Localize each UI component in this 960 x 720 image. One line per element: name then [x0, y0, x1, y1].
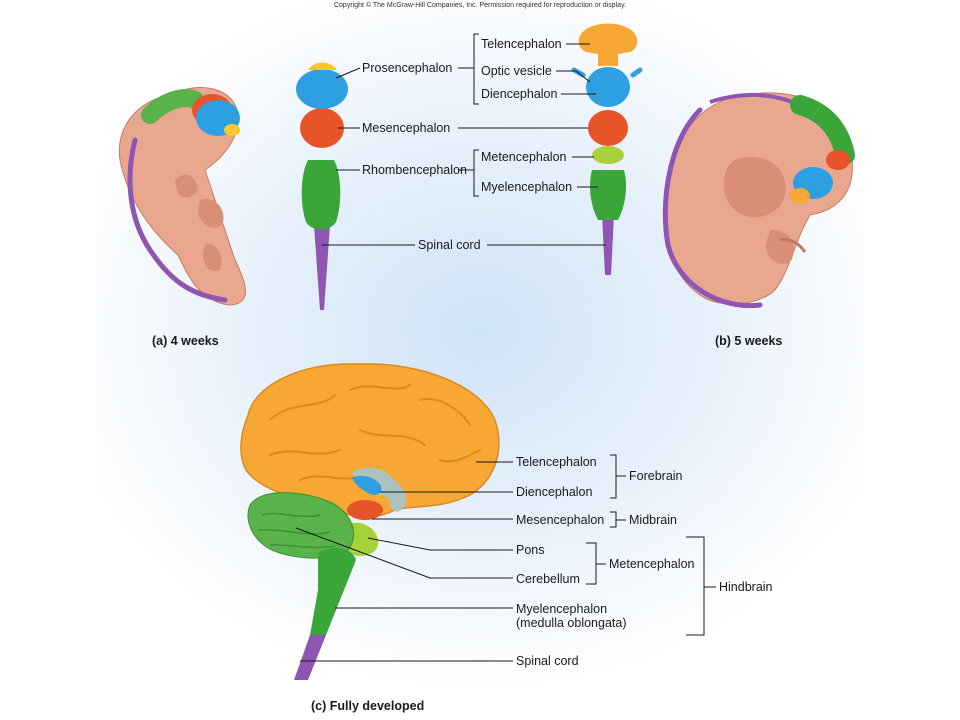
label-medulla-oblongata: (medulla oblongata) — [516, 616, 627, 630]
leader-lines-a — [322, 67, 606, 246]
label-prosencephalon: Prosencephalon — [362, 61, 453, 75]
neural-tube-5-weeks — [571, 23, 643, 275]
label-diencephalon-adult: Diencephalon — [516, 485, 593, 499]
label-mesencephalon: Mesencephalon — [362, 121, 451, 135]
label-spinal-cord-embryo: Spinal cord — [418, 238, 481, 252]
label-diencephalon-5wk: Diencephalon — [481, 87, 558, 101]
label-metencephalon-adult: Metencephalon — [609, 557, 695, 571]
label-spinal-cord-adult: Spinal cord — [516, 654, 579, 668]
caption-4-weeks: (a) 4 weeks — [152, 334, 219, 348]
label-pons: Pons — [516, 543, 545, 557]
embryo-4-weeks — [118, 87, 246, 306]
label-mesencephalon-adult: Mesencephalon — [516, 513, 605, 527]
label-optic-vesicle: Optic vesicle — [481, 64, 552, 78]
label-myelencephalon-5wk: Myelencephalon — [481, 180, 573, 194]
embryo-5-weeks — [662, 92, 855, 309]
label-midbrain: Midbrain — [629, 513, 677, 527]
caption-5-weeks: (b) 5 weeks — [715, 334, 783, 348]
leader-lines-c — [295, 454, 716, 662]
label-myelencephalon-adult: Myelencephalon — [516, 602, 608, 616]
neural-tube-4-weeks — [296, 62, 348, 310]
adult-brain — [240, 363, 500, 680]
label-forebrain: Forebrain — [629, 469, 683, 483]
label-telencephalon-5wk: Telencephalon — [481, 37, 562, 51]
label-telencephalon-adult: Telencephalon — [516, 455, 597, 469]
leader-lines-b — [473, 33, 598, 197]
label-hindbrain: Hindbrain — [719, 580, 773, 594]
label-metencephalon-5wk: Metencephalon — [481, 150, 567, 164]
label-rhombencephalon: Rhombencephalon — [362, 163, 467, 177]
caption-fully-developed: (c) Fully developed — [311, 699, 425, 713]
copyright-notice: Copyright © The McGraw-Hill Companies, I… — [333, 2, 626, 9]
label-cerebellum: Cerebellum — [516, 572, 580, 586]
